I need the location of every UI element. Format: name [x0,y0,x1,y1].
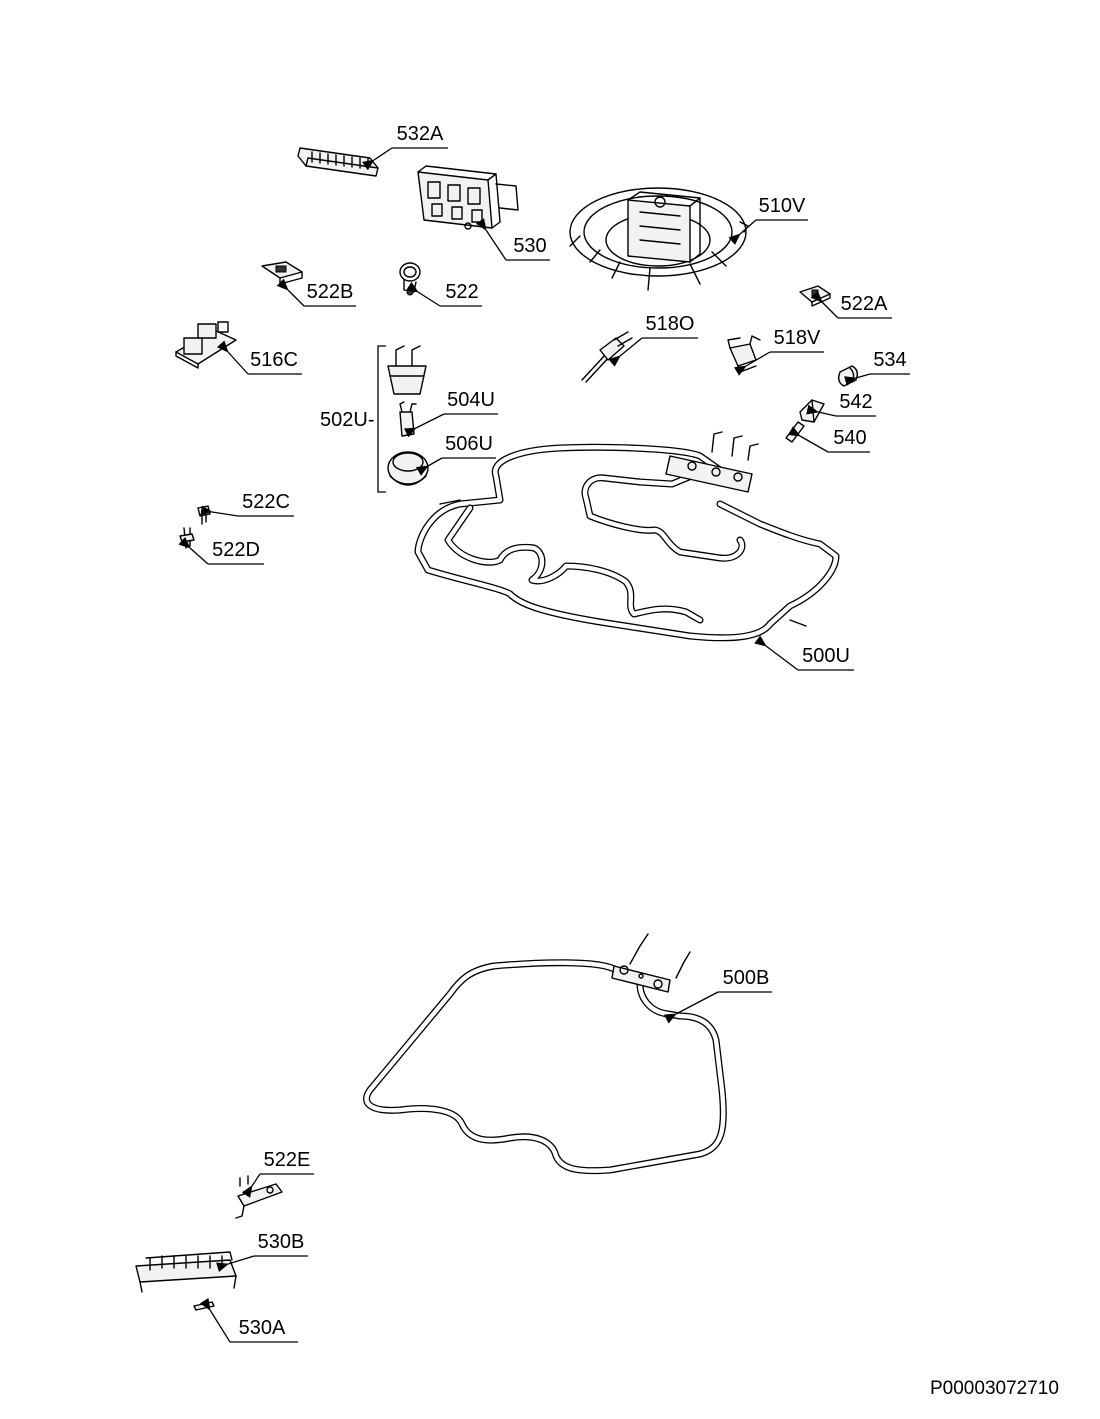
callout-522B: 522B [276,278,356,307]
callout-label-522: 522 [445,281,478,303]
part-502U-assembly [387,345,429,486]
callout-522: 522 [406,281,482,307]
callout-label-502U: 502U- [320,409,374,431]
part-532A-terminal-strip [297,147,379,177]
callout-label-534: 534 [873,349,906,371]
callout-label-522B: 522B [307,281,354,303]
callout-504U: 504U [403,389,498,438]
callout-label-522A: 522A [841,293,888,315]
callout-label-522E: 522E [264,1149,311,1171]
callout-542: 542 [806,391,876,417]
callout-label-506U: 506U [445,433,493,455]
callout-label-522C: 522C [242,491,290,513]
group-bracket-502U [377,345,386,493]
part-518O-sensor [581,331,633,383]
callout-516C: 516C [216,340,302,375]
callout-522A: 522A [810,290,892,319]
part-522D-component [179,527,195,549]
callout-label-500B: 500B [723,967,770,989]
callout-522E: 522E [241,1149,314,1198]
callout-510V: 510V [728,195,808,246]
callout-label-510V: 510V [759,195,806,217]
part-542-lamp-cover [799,399,825,423]
callout-label-530: 530 [513,235,546,257]
part-518V-sensor [727,335,761,373]
callout-540: 540 [787,426,870,453]
part-510V-fan-motor [569,187,749,291]
callout-label-518O: 518O [646,313,695,335]
callout-label-530A: 530A [239,1317,286,1339]
callout-530B: 530B [216,1231,308,1273]
part-540-glass [785,421,805,443]
part-500U-grill-element [414,431,840,642]
callout-label-516C: 516C [250,349,298,371]
part-522E-component [235,1175,283,1219]
callout-label-540: 540 [833,427,866,449]
callout-522D: 522D [178,536,264,565]
callout-label-522D: 522D [212,539,260,561]
part-522-clip [399,262,421,296]
callout-530: 530 [475,218,550,261]
part-516C-circuit-board [175,321,237,369]
callout-534: 534 [844,349,910,386]
part-530A-clip [193,1301,215,1311]
part-522A-component [799,285,831,307]
part-534-lamp [837,365,859,387]
part-500B-bottom-element [363,933,727,1175]
callout-506U: 506U [415,433,496,476]
callout-532A: 532A [362,123,448,171]
callout-500U: 500U [754,635,854,671]
callout-label-542: 542 [839,391,872,413]
part-522C-component [197,505,211,525]
callout-label-518V: 518V [774,327,821,349]
part-522B-component [261,261,303,285]
callout-518O: 518O [608,313,698,367]
part-530B-terminal-block [135,1251,237,1293]
callout-label-500U: 500U [802,645,850,667]
drawing-code: P00003072710 [930,1378,1059,1399]
callout-518V: 518V [733,327,824,376]
callout-522C: 522C [200,491,294,517]
callout-530A: 530A [199,1298,298,1343]
callout-label-530B: 530B [258,1231,305,1253]
callout-502U: 502U- [320,409,374,431]
part-530-selector-switch [417,165,519,230]
callout-label-532A: 532A [397,123,444,145]
callout-label-504U: 504U [447,389,495,411]
callout-500B: 500B [663,967,772,1024]
